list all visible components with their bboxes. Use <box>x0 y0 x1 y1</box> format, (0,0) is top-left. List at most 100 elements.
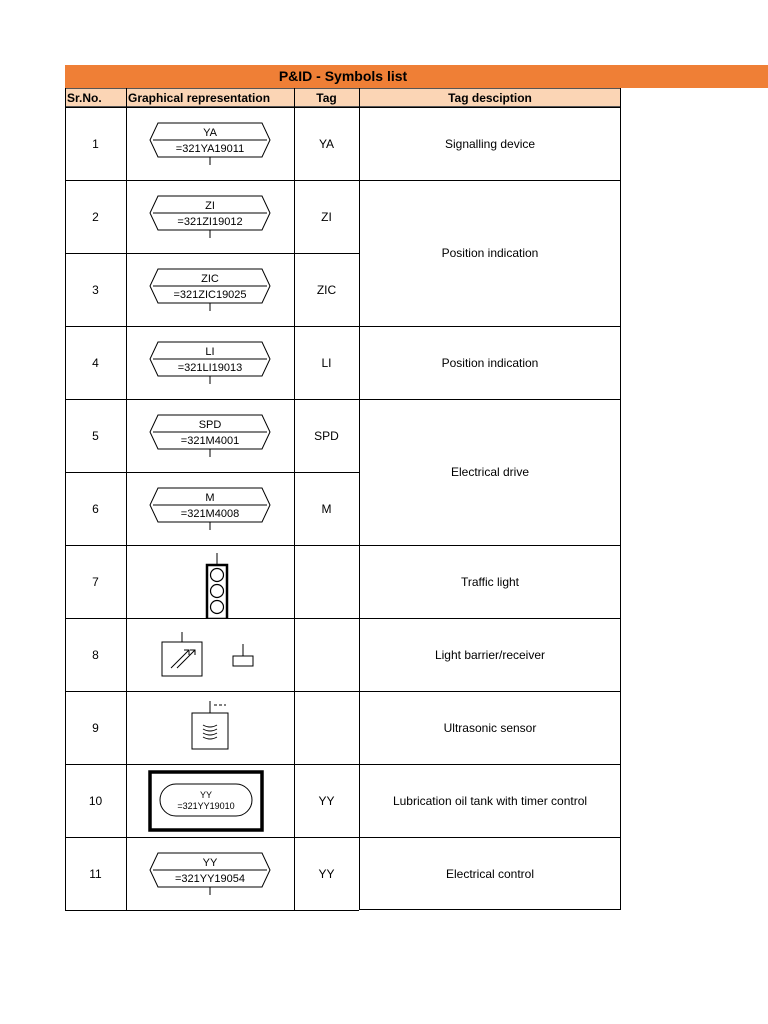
table-row-line <box>65 545 359 546</box>
hexagonal-tag-box-icon: YA =321YA19011 <box>149 122 271 165</box>
ultrasonic-sensor-icon <box>191 701 229 750</box>
cell-srno: 5 <box>92 428 99 443</box>
table-row-line <box>359 691 621 692</box>
cell-srno: 6 <box>92 501 99 516</box>
table-row-line <box>65 472 359 473</box>
cell-srno: 7 <box>92 574 99 589</box>
table-row-line <box>359 180 621 181</box>
table-row-line <box>65 618 359 619</box>
hexagonal-tag-box-icon: ZIC =321ZIC19025 <box>149 268 271 311</box>
table-column-line <box>126 88 127 910</box>
cell-srno: 9 <box>92 720 99 735</box>
page-title: P&ID - Symbols list <box>278 68 408 84</box>
table-row-line <box>359 545 621 546</box>
cell-tag: YY <box>318 866 335 881</box>
cell-tag: ZIC <box>316 282 337 297</box>
tag-box-letters: LI <box>205 346 214 358</box>
hexagonal-tag-box-icon: SPD =321M4001 <box>149 414 271 457</box>
table-row-line <box>65 764 359 765</box>
cell-tag: M <box>321 501 332 516</box>
tag-box-letters: YA <box>203 127 218 139</box>
cell-graphical: YA =321YA19011 <box>126 107 294 180</box>
cell-srno: 2 <box>92 209 99 224</box>
cell-description: Electrical control <box>445 866 535 881</box>
table-row-line <box>359 107 621 108</box>
hexagonal-tag-box-icon: LI =321LI19013 <box>149 341 271 384</box>
tag-box-letters: M <box>205 492 214 504</box>
cell-description: Light barrier/receiver <box>434 647 546 662</box>
traffic-light-icon <box>205 553 229 618</box>
title-banner <box>65 65 768 88</box>
table-row-line <box>65 691 359 692</box>
cell-tag: YA <box>318 136 335 151</box>
table-row-line <box>65 253 359 254</box>
svg-text:=321YY19010: =321YY19010 <box>177 801 234 811</box>
hexagonal-tag-box-icon: M=321M4008 <box>149 487 271 530</box>
table-column-line <box>359 88 360 910</box>
tag-box-number: =321ZI19012 <box>177 216 242 228</box>
cell-graphical <box>126 545 294 618</box>
table-row-line <box>359 764 621 765</box>
hexagonal-tag-box-icon: YY =321YY19054 <box>149 852 271 895</box>
tag-box-letters: YY <box>203 857 218 869</box>
table-row-line <box>359 909 621 910</box>
cell-srno: 10 <box>88 793 103 808</box>
cell-tag <box>294 618 359 691</box>
cell-description: Signalling device <box>444 136 536 151</box>
table-row-line <box>359 618 621 619</box>
table-column-line <box>294 88 295 910</box>
cell-graphical <box>126 618 294 691</box>
tag-box-number: =321YA19011 <box>176 143 244 155</box>
table-row-line <box>65 837 359 838</box>
oil-tank-timer-icon: YY=321YY19010 <box>148 770 264 832</box>
cell-tag: SPD <box>314 428 339 443</box>
tag-box-number: =321M4001 <box>181 435 239 447</box>
header-graphical: Graphical representation <box>126 88 294 107</box>
tag-box-number: =321LI19013 <box>178 362 243 374</box>
cell-tag <box>294 545 359 618</box>
table-row-line <box>359 837 621 838</box>
cell-description: Position indication <box>441 355 539 370</box>
cell-tag: YY <box>318 793 335 808</box>
header-srno: Sr.No. <box>65 88 126 107</box>
cell-graphical <box>126 691 294 764</box>
cell-graphical: ZI =321ZI19012 <box>126 180 294 253</box>
table-column-line <box>65 88 66 910</box>
cell-description: Electrical drive <box>450 465 530 479</box>
light-barrier-receiver-icon <box>161 632 254 677</box>
cell-description: Lubrication oil tank with timer control <box>392 793 588 808</box>
tag-box-letters: ZIC <box>201 273 219 285</box>
header-desc: Tag desciption <box>359 88 621 107</box>
cell-graphical: ZIC =321ZIC19025 <box>126 253 294 326</box>
tag-box-letters: ZI <box>205 200 215 212</box>
table-row-line <box>65 910 359 911</box>
table-row-line <box>65 180 359 181</box>
cell-srno: 4 <box>92 355 99 370</box>
cell-description: Ultrasonic sensor <box>443 720 537 735</box>
symbols-table: Sr.No. Graphical representation Tag Tag … <box>65 88 621 911</box>
cell-tag: LI <box>321 355 332 370</box>
header-tag: Tag <box>294 88 359 107</box>
cell-graphical: YY =321YY19054 <box>126 837 294 910</box>
cell-srno: 1 <box>92 136 99 151</box>
table-row-line <box>359 326 621 327</box>
tag-box-number: =321ZIC19025 <box>173 289 246 301</box>
cell-description: Traffic light <box>460 574 520 589</box>
cell-srno: 8 <box>92 647 99 662</box>
hexagonal-tag-box-icon: ZI =321ZI19012 <box>149 195 271 238</box>
cell-tag: ZI <box>321 209 332 224</box>
cell-srno: 3 <box>92 282 99 297</box>
cell-graphical: LI =321LI19013 <box>126 326 294 399</box>
tag-box-number: =321YY19054 <box>175 873 245 885</box>
svg-text:YY: YY <box>200 790 212 800</box>
cell-tag <box>294 691 359 764</box>
cell-graphical: M=321M4008 <box>126 472 294 545</box>
tag-box-letters: SPD <box>199 419 222 431</box>
table-row-line <box>65 399 359 400</box>
table-row-line <box>65 107 359 108</box>
table-row-line <box>65 326 359 327</box>
cell-srno: 11 <box>89 866 102 881</box>
table-row-line <box>359 399 621 400</box>
cell-description: Position indication <box>441 246 539 260</box>
cell-graphical: YY=321YY19010 <box>126 764 294 837</box>
